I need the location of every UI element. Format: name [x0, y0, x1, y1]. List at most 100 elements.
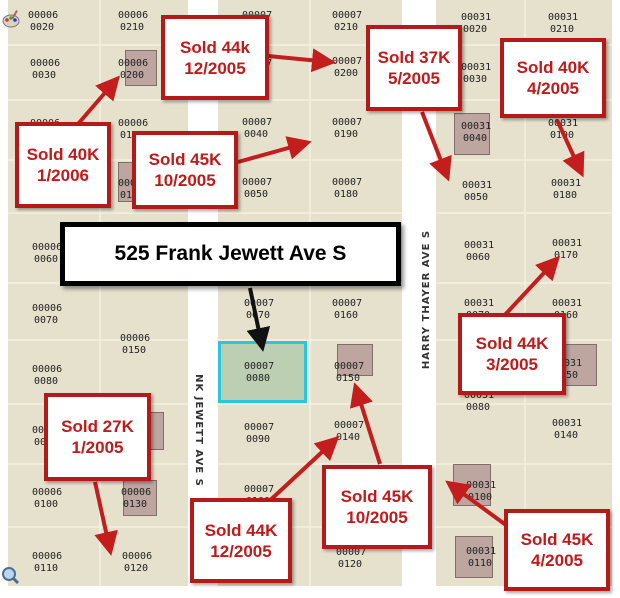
parcel-label: 00006: [30, 58, 61, 69]
sale-price: Sold 45K: [520, 530, 594, 549]
parcel-label: 0120: [338, 559, 363, 570]
parcel-label: 00006: [32, 551, 63, 562]
sale-date: 10/2005: [346, 508, 408, 527]
parcel-label: 00006: [28, 10, 59, 21]
parcel-label: 00007: [242, 117, 273, 128]
parcel-label: 0210: [120, 22, 145, 33]
zoom-icon[interactable]: [1, 566, 19, 584]
building: [337, 344, 373, 376]
sale-callout: Sold 40K 4/2005: [500, 38, 606, 118]
parcel-label: 00007: [244, 361, 275, 372]
parcel-label: 0140: [554, 430, 579, 441]
parcel-label: 0020: [30, 22, 55, 33]
parcel-label: 0210: [550, 24, 575, 35]
sale-callout: Sold 44K 3/2005: [458, 313, 566, 395]
sale-date: 5/2005: [388, 69, 440, 88]
parcel-label: 0090: [246, 434, 271, 445]
parcel-label: 0180: [553, 190, 578, 201]
sale-callout: Sold 45K 4/2005: [504, 509, 610, 591]
parcel-label: 0150: [336, 373, 361, 384]
parcel-label: 0200: [120, 70, 145, 81]
parcel-label: 00006: [32, 487, 63, 498]
parcel-label: 00031: [461, 121, 492, 132]
parcel-label: 00007: [334, 361, 365, 372]
sale-date: 12/2005: [184, 58, 246, 78]
parcel-label: 00006: [32, 303, 63, 314]
parcel-label: 00007: [244, 484, 275, 495]
parcel-label: 00006: [32, 242, 63, 253]
building: [454, 113, 490, 155]
parcel-label: 00031: [461, 12, 492, 23]
parcel-label: 0160: [554, 310, 579, 321]
arrow: [349, 382, 382, 465]
road-west: [0, 0, 8, 598]
parcel-label: 0060: [466, 252, 491, 263]
parcel-label: 00006: [120, 333, 151, 344]
sale-price: Sold 44K: [204, 520, 278, 540]
parcel-label: 00007: [332, 117, 363, 128]
arrow: [263, 435, 340, 507]
parcel-label: 00031: [552, 298, 583, 309]
parcel-label: 00007: [244, 422, 275, 433]
sale-price: Sold 45K: [148, 150, 222, 169]
sale-price: Sold 37K: [377, 48, 451, 67]
sale-date: 3/2005: [486, 355, 538, 374]
parcel-label: 0170: [554, 250, 579, 261]
parcel-label: 00031: [466, 480, 497, 491]
parcel-label: 00031: [461, 62, 492, 73]
parcel-label: 00007: [332, 298, 363, 309]
palette-icon[interactable]: [1, 10, 21, 30]
parcel-label: 0040: [463, 133, 488, 144]
parcel-label: 0210: [334, 22, 359, 33]
building: [455, 536, 493, 578]
sale-price: Sold 40K: [516, 58, 590, 77]
arrow: [500, 255, 561, 320]
parcel-label: 00007: [242, 177, 273, 188]
arrow: [420, 111, 452, 182]
parcel-label: 0190: [334, 129, 359, 140]
parcel-label: 0150: [554, 370, 579, 381]
parcel-label: 00031: [548, 118, 579, 129]
